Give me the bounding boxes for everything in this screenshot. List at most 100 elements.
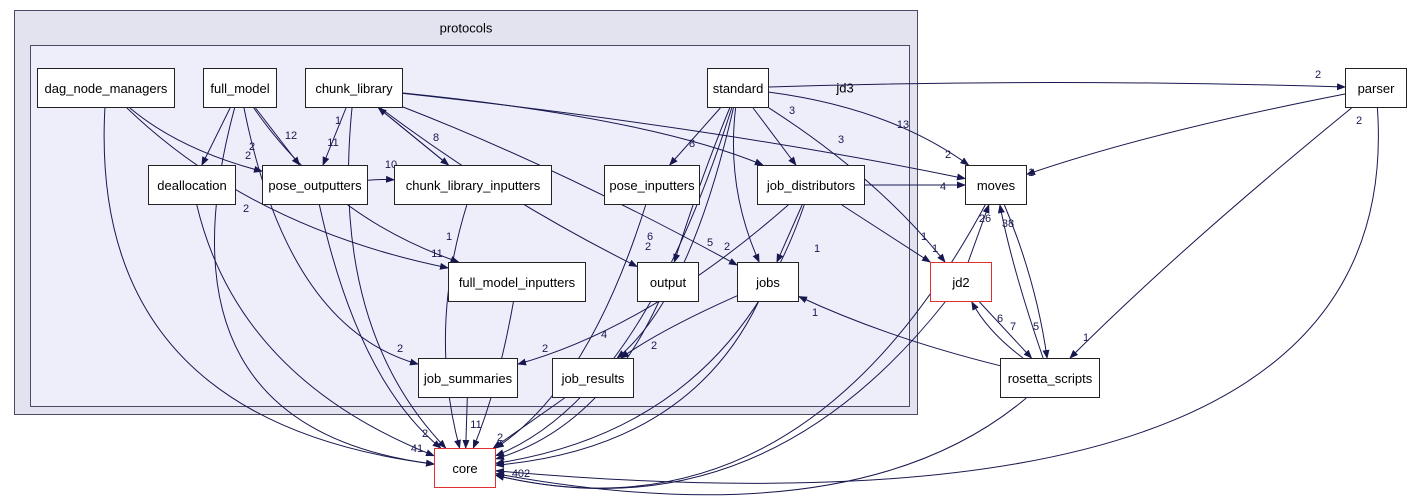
edge-output-to-core (495, 301, 660, 460)
edge-standard-to-job_distributors (752, 107, 797, 166)
node-jobs[interactable]: jobs (737, 262, 799, 302)
edge-job_results-to-core (492, 397, 565, 449)
edge-chunk_library_inputters-to-core (444, 204, 468, 449)
edge-rosetta_scripts-to-core (495, 397, 1027, 496)
edge-standard-to-jd2 (768, 107, 946, 263)
edge-standard-to-pose_inputters (669, 107, 721, 166)
edge-label-chunk_library-to-jobs: 2 (724, 241, 730, 253)
edge-chunk_library-to-moves (402, 92, 966, 181)
edge-dag_node_managers-to-core (103, 107, 435, 467)
node-job_summaries[interactable]: job_summaries (418, 358, 518, 398)
edge-label-parser-to-rosetta_scripts: 1 (1083, 332, 1089, 344)
node-rosetta_scripts[interactable]: rosetta_scripts (1000, 358, 1100, 398)
cluster-protocols-label: protocols (439, 20, 493, 36)
edge-label-full_model-to-full_model_inputters: 11 (431, 248, 442, 260)
edge-jobs-to-job_results (620, 295, 738, 359)
node-jd2[interactable]: jd2 (930, 262, 992, 302)
edge-job_distributors-to-jd2 (841, 204, 931, 263)
edge-rosetta_scripts-to-jd2 (971, 301, 1024, 359)
edge-chunk_library-to-pose_outputters (322, 107, 347, 166)
edge-chunk_library-to-chunk_library_inputters (378, 107, 450, 166)
edge-pose_inputters-to-core (494, 204, 647, 449)
node-deallocation[interactable]: deallocation (148, 165, 236, 205)
node-core[interactable]: core (434, 448, 496, 488)
node-pose_outputters[interactable]: pose_outputters (262, 165, 368, 205)
edge-label-standard-to-moves: 13 (897, 119, 909, 131)
edge-deallocation-to-core (196, 204, 435, 457)
edge-moves-to-rosetta_scripts (1003, 204, 1050, 359)
edge-label-pose_outputters-to-core: 41 (411, 443, 423, 455)
cluster-jd3-label: jd3 (836, 80, 854, 96)
edge-jobs-to-core (495, 301, 759, 468)
edge-parser-to-rosetta_scripts (1069, 107, 1352, 359)
edge-label-jd2-to-rosetta_scripts: 6 (997, 313, 1003, 325)
edge-standard-to-job_results (616, 107, 734, 359)
edge-label-job_distributors-to-job_summaries: 2 (542, 343, 548, 355)
edge-label-chunk_library-to-chunk_library_inputters: 8 (433, 132, 439, 144)
edge-label-job_distributors-to-jobs: 1 (814, 243, 820, 255)
edge-label-standard-to-parser: 2 (1315, 69, 1321, 81)
edge-rosetta_scripts-to-moves (997, 204, 1044, 359)
edge-label-chunk_library-to-moves: 2 (945, 149, 951, 161)
edge-standard-to-moves (768, 91, 970, 166)
edge-jd2-to-rosetta_scripts (979, 301, 1033, 359)
edge-label-standard-to-jobs: 5 (707, 237, 713, 249)
node-parser[interactable]: parser (1345, 68, 1407, 108)
node-chunk_library_inputters[interactable]: chunk_library_inputters (394, 165, 552, 205)
node-output[interactable]: output (637, 262, 699, 302)
edge-label-chunk_library-to-output: 2 (645, 241, 651, 253)
node-job_distributors[interactable]: job_distributors (757, 165, 865, 205)
edge-dag_node_managers-to-full_model_inputters (126, 107, 449, 270)
edge-standard-to-parser (768, 82, 1346, 91)
edge-label-job_distributors-to-moves: 4 (940, 181, 946, 193)
edge-jd2-to-core (495, 301, 946, 490)
edge-dag_node_managers-to-pose_outputters (129, 107, 263, 173)
edge-label-job_results-to-core: 2 (497, 432, 503, 444)
edge-label-standard-to-job_results: 2 (651, 340, 657, 352)
edge-pose_outputters-to-core (318, 204, 442, 449)
node-job_results[interactable]: job_results (552, 358, 634, 398)
edge-label-chunk_library_inputters-to-chunk_library: 1 (335, 115, 341, 127)
edge-job_distributors-to-job_summaries (517, 204, 789, 366)
edge-label-dag_node_managers-to-pose_outputters: 2 (245, 150, 251, 162)
edge-label-chunk_library-to-pose_outputters: 11 (327, 137, 338, 149)
node-standard[interactable]: standard (707, 68, 769, 108)
edge-standard-to-jobs (732, 107, 760, 263)
edge-label-full_model-to-pose_outputters: 12 (285, 130, 297, 142)
edge-label-moves-to-rosetta_scripts: 5 (1033, 321, 1039, 333)
node-full_model[interactable]: full_model (203, 68, 277, 108)
edge-job_summaries-to-core (462, 397, 470, 449)
edge-label-rosetta_scripts-to-jobs: 1 (812, 307, 818, 319)
edge-label-job_summaries-to-core: 11 (470, 419, 481, 431)
edge-chunk_library-to-core (347, 107, 447, 449)
edge-label-standard-to-pose_inputters: 8 (689, 138, 695, 150)
edge-label-rosetta_scripts-to-jd2: 7 (1010, 321, 1016, 333)
edge-rosetta_scripts-to-jobs (798, 296, 1001, 367)
edge-full_model-to-deallocation (201, 107, 231, 166)
edge-label-chunk_library-to-job_distributors: 3 (838, 134, 844, 146)
edge-jd2-to-moves (967, 204, 990, 263)
node-full_model_inputters[interactable]: full_model_inputters (448, 262, 586, 302)
edge-label-deallocation-to-core: 2 (243, 203, 249, 215)
edge-label-standard-to-job_distributors: 3 (789, 105, 795, 117)
edge-label-parser-to-core: 2 (1356, 115, 1362, 127)
edge-label-full_model-to-deallocation: 2 (249, 141, 255, 153)
node-moves[interactable]: moves (965, 165, 1027, 205)
edge-label-standard-to-output: 6 (647, 231, 653, 243)
edge-label-full_model-to-job_summaries: 2 (397, 343, 403, 355)
edge-parser-to-core (495, 107, 1379, 484)
edge-label-jd2-to-moves: 26 (979, 213, 991, 225)
edge-parser-to-moves (1026, 93, 1346, 176)
node-chunk_library[interactable]: chunk_library (305, 68, 403, 108)
edge-label-dag_node_managers-to-full_model_inputters: 1 (446, 231, 452, 243)
edge-pose_outputters-to-chunk_library_inputters (367, 175, 395, 183)
edge-label-parser-to-moves: 1 (1028, 167, 1034, 179)
node-dag_node_managers[interactable]: dag_node_managers (37, 68, 175, 108)
edge-label-jobs-to-job_results: 4 (601, 329, 607, 341)
edge-standard-to-core (495, 107, 733, 457)
node-pose_inputters[interactable]: pose_inputters (604, 165, 700, 205)
edge-label-standard-to-jd2: 1 (932, 243, 938, 255)
edge-chunk_library-to-jobs (402, 106, 738, 266)
